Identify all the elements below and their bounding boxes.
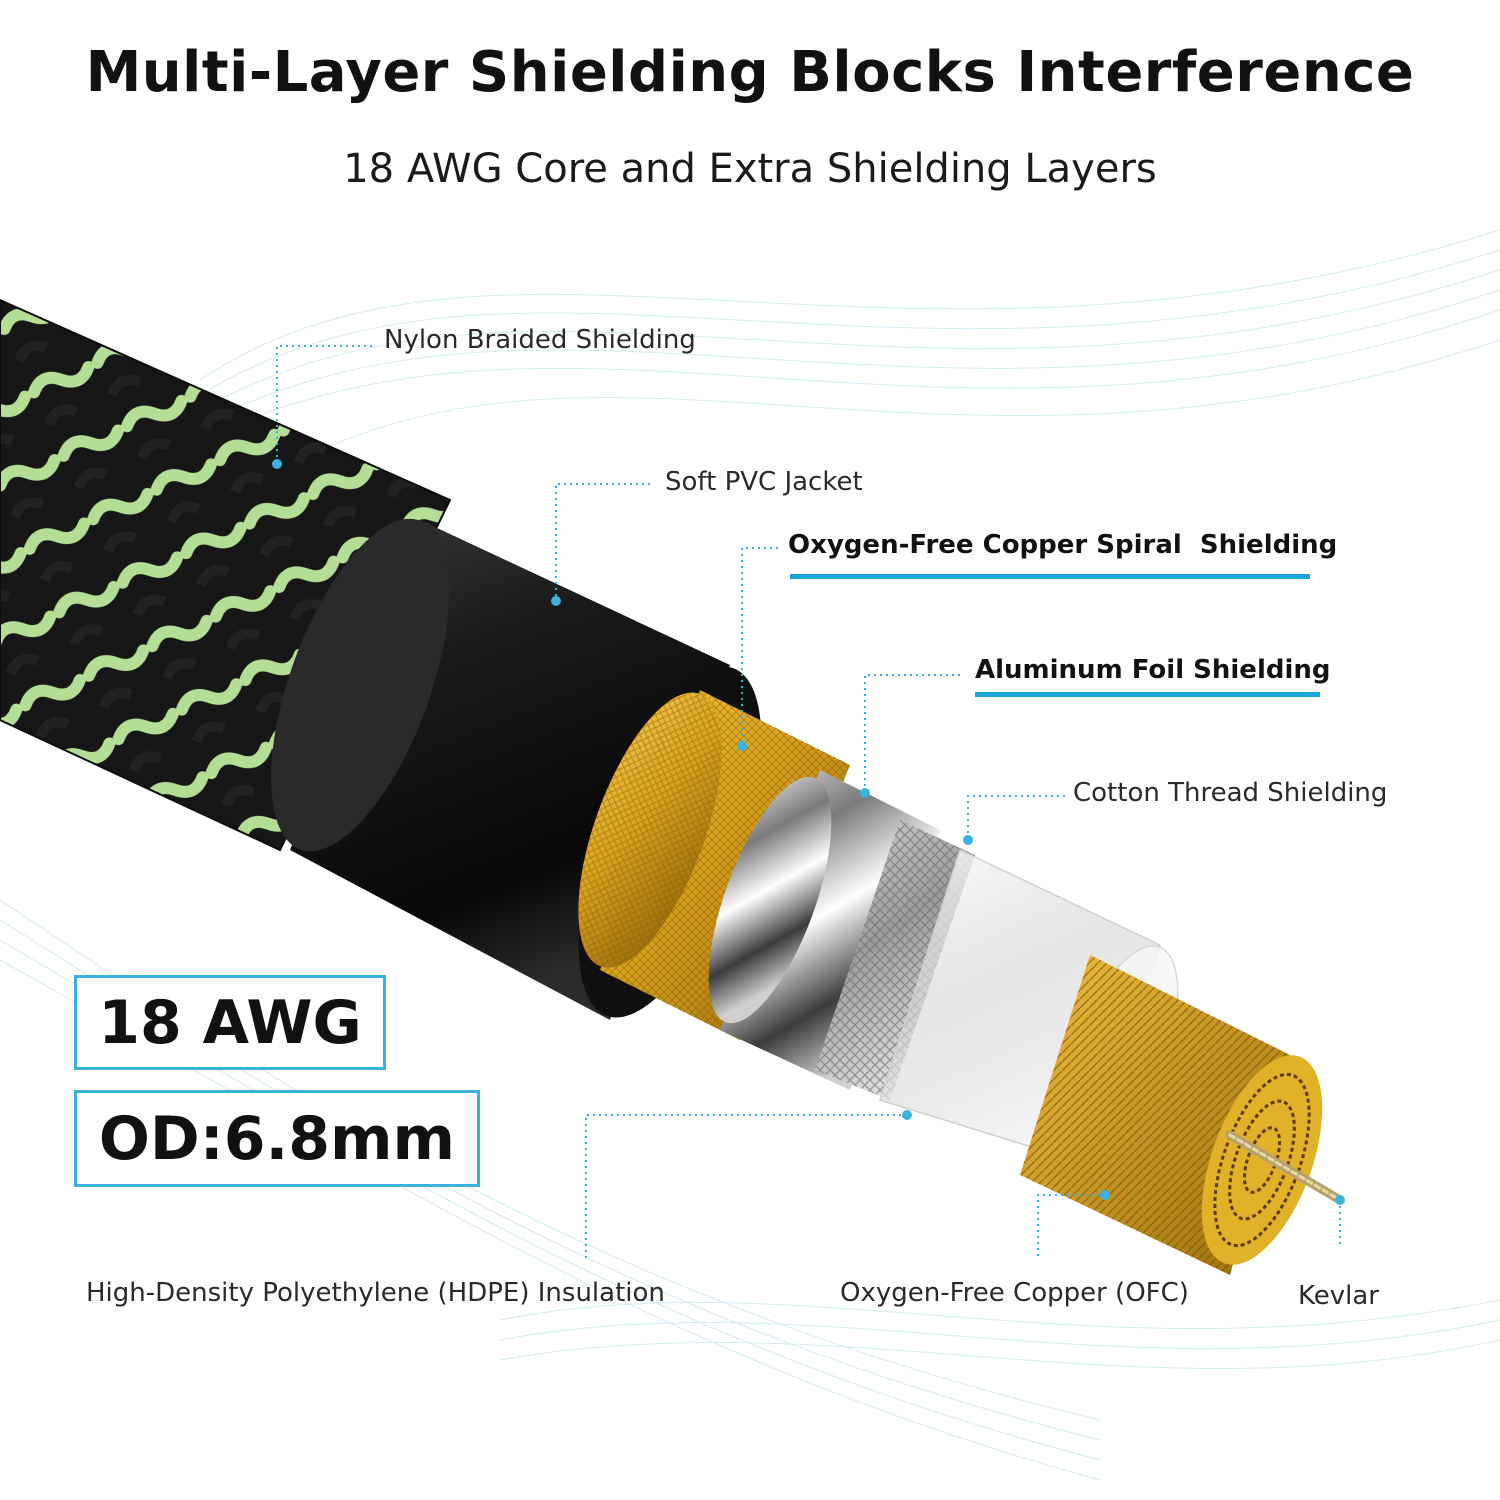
- kevlar-strand: [1225, 1130, 1345, 1205]
- copper-core: [1020, 955, 1323, 1275]
- spec-badge-gauge: 18 AWG: [74, 975, 386, 1070]
- page-title: Multi-Layer Shielding Blocks Interferenc…: [85, 40, 1415, 105]
- label-kevlar: Kevlar: [1298, 1281, 1379, 1311]
- page-subtitle: 18 AWG Core and Extra Shielding Layers: [343, 146, 1157, 192]
- copper-spiral-shield: [578, 690, 850, 1040]
- underline-copper-spiral: [790, 574, 1310, 579]
- label-copper-spiral-shielding: Oxygen-Free Copper Spiral Shielding: [788, 530, 1338, 560]
- label-oxygen-free-copper: Oxygen-Free Copper (OFC): [840, 1278, 1189, 1308]
- leader-lines: [276, 345, 1341, 1258]
- cotton-thread: [815, 820, 975, 1100]
- label-aluminum-foil-shielding: Aluminum Foil Shielding: [975, 655, 1331, 685]
- leader-dots: [272, 459, 1345, 1205]
- underline-aluminum-foil: [975, 692, 1320, 697]
- wave-pattern: [0, 229, 1500, 1481]
- label-hdpe-insulation: High-Density Polyethylene (HDPE) Insulat…: [86, 1278, 665, 1308]
- label-soft-pvc-jacket: Soft PVC Jacket: [665, 467, 863, 497]
- label-nylon-braided-shielding: Nylon Braided Shielding: [384, 325, 696, 355]
- spec-badge-diameter: OD:6.8mm: [74, 1090, 480, 1187]
- label-cotton-thread-shielding: Cotton Thread Shielding: [1073, 778, 1388, 808]
- aluminum-foil: [708, 770, 940, 1090]
